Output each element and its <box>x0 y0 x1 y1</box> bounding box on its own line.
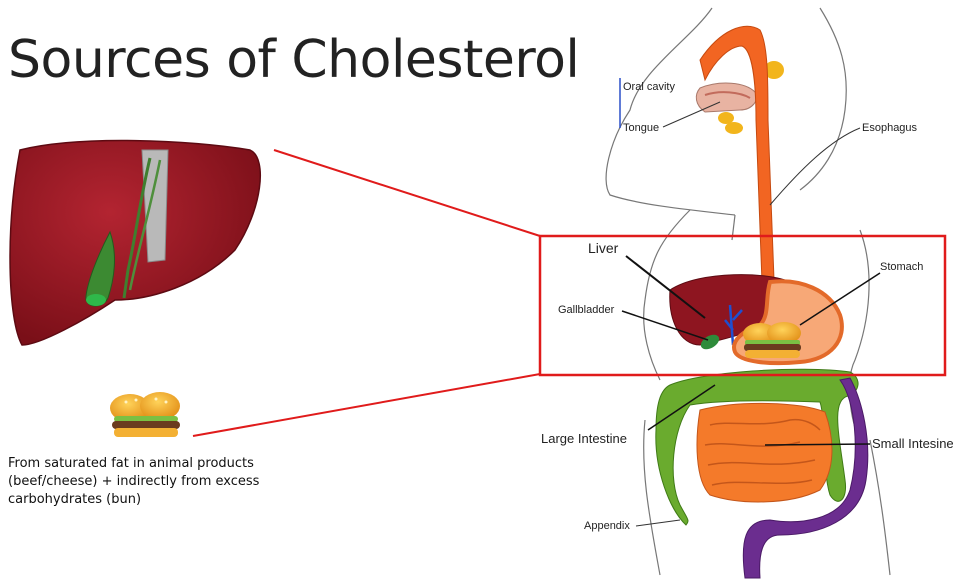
label-liver: Liver <box>588 240 619 256</box>
esophagus-pointer <box>770 128 860 205</box>
liver-connector-line <box>274 150 540 236</box>
label-oral-cavity: Oral cavity <box>623 81 675 93</box>
esophagus <box>700 26 774 282</box>
label-small-intestine: Small Intesine <box>872 436 954 451</box>
label-tongue: Tongue <box>623 122 659 134</box>
burger-icon <box>110 392 180 437</box>
burger-caption: From saturated fat in animal products (b… <box>8 455 308 509</box>
liver-illustration <box>10 141 260 345</box>
label-appendix: Appendix <box>584 520 630 532</box>
burger-connector-line <box>193 374 540 436</box>
label-esophagus: Esophagus <box>862 122 918 134</box>
label-gallbladder: Gallbladder <box>558 304 615 316</box>
tongue-pointer <box>663 102 720 127</box>
body-small-intestine <box>697 403 832 502</box>
appendix-pointer <box>636 520 680 526</box>
stomach-burger-icon <box>743 322 801 358</box>
label-large-intestine: Large Intestine <box>541 431 627 446</box>
label-stomach: Stomach <box>880 261 923 273</box>
small-intestine-pointer <box>765 444 870 445</box>
